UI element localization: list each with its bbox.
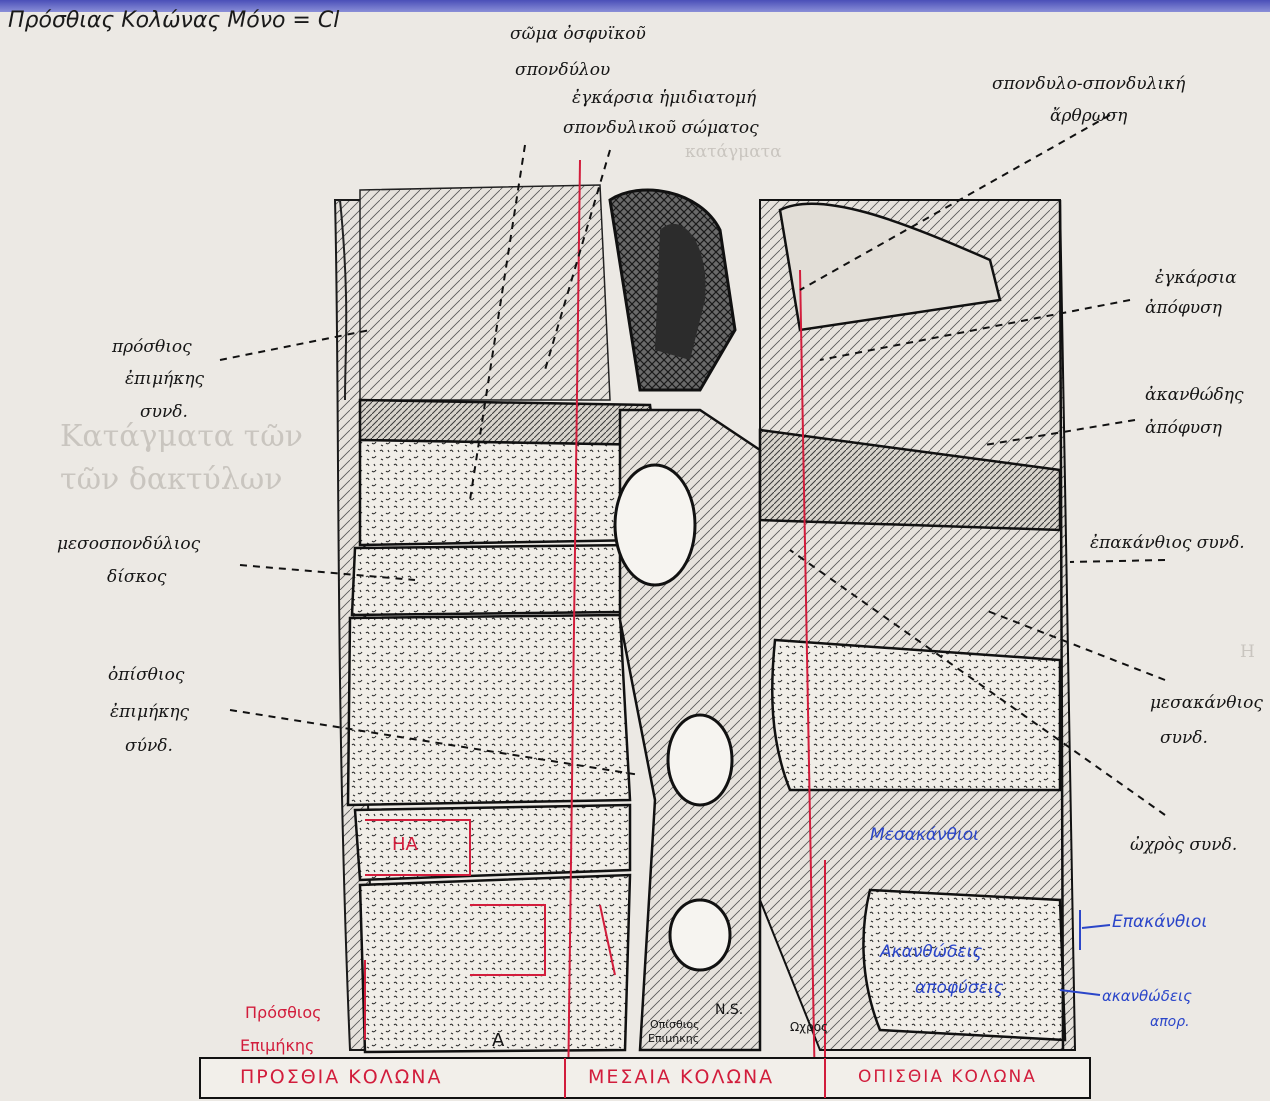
blue-akanthodeis-short-1: ακανθώδεις <box>1102 987 1192 1005</box>
vertebral-body-1 <box>360 400 655 545</box>
mark-opisth-small-1: Οπίσθιος <box>650 1018 700 1031</box>
label-egkarsia-1: ἐγκάρσια ἡμιδιατομή <box>572 86 756 110</box>
label-opisth-3: σύνδ. <box>125 734 173 758</box>
upper-soft-tissue <box>360 185 610 400</box>
intervertebral-disc-1 <box>352 545 640 615</box>
red-ha: ΗΑ <box>392 834 418 855</box>
label-ochros: ὠχρὸς συνδ. <box>1130 833 1237 857</box>
posterior-elements <box>610 190 760 1050</box>
label-diskos-2: δίσκος <box>107 565 166 589</box>
label-prosth-2: ἐπιμήκης <box>125 367 204 391</box>
blue-akanthodeis-2: αποφύσεις <box>915 978 1004 998</box>
label-arthrosi-1: σπονδυλο-σπονδυλική <box>992 72 1185 96</box>
red-epimikis: Επιμήκης <box>240 1036 314 1055</box>
label-soma-1: σῶμα ὀσφυϊκοῦ <box>510 22 646 46</box>
column-anterior: ΠΡΟΣΘΙΑ ΚΟΛΩΝΑ <box>240 1060 442 1094</box>
column-middle: ΜΕΣΑΙΑ ΚΟΛΩΝΑ <box>588 1060 774 1094</box>
vertebral-body-2 <box>348 615 630 805</box>
label-diskos-1: μεσοσπονδύλιος <box>57 532 200 556</box>
label-prosth-3: συνδ. <box>140 400 188 424</box>
mark-opisth-small-2: Επιμήκης <box>648 1032 699 1045</box>
label-akanth-1: ἀκανθώδης <box>1145 383 1243 407</box>
label-arthrosi-2: ἄρθρωση <box>1050 104 1127 128</box>
blue-akanthodeis-short-2: απορ. <box>1150 1014 1190 1030</box>
mark-ochros-small: Ωχρός <box>790 1020 828 1034</box>
label-mesakanth-1: μεσακάνθιος <box>1150 691 1263 715</box>
label-prosth-1: πρόσθιος <box>112 335 192 359</box>
header-note: Πρόσθιας Κολώνας Μόνο = Cl <box>8 8 339 33</box>
label-opisth-2: ἐπιμήκης <box>110 700 189 724</box>
mark-a: A <box>492 1030 504 1051</box>
label-akanth-2: ἀπόφυση <box>1145 416 1222 440</box>
label-opisth-1: ὀπίσθιος <box>108 663 184 687</box>
mark-ns: N.S. <box>715 1002 743 1018</box>
label-apofysi-2: ἀπόφυση <box>1145 296 1222 320</box>
label-soma-2: σπονδύλου <box>515 58 610 82</box>
label-apofysi-1: ἐγκάρσια <box>1155 266 1237 290</box>
label-mesakanth-2: συνδ. <box>1160 726 1208 750</box>
blue-epakanthioi: Επακάνθιοι <box>1112 912 1207 932</box>
vertebral-body-3 <box>360 875 630 1052</box>
red-prosthios: Πρόσθιος <box>245 1003 322 1022</box>
label-epakanth: ἐπακάνθιος συνδ. <box>1090 531 1245 555</box>
label-egkarsia-2: σπονδυλικοῦ σώματος <box>563 116 759 140</box>
blue-mesakanthioi: Μεσακάνθιοι <box>870 825 979 845</box>
blue-akanthodeis-1: Ακανθώδεις <box>880 942 982 962</box>
column-posterior: ΟΠΙΣΘΙΑ ΚΟΛΩΝΑ <box>858 1060 1037 1094</box>
